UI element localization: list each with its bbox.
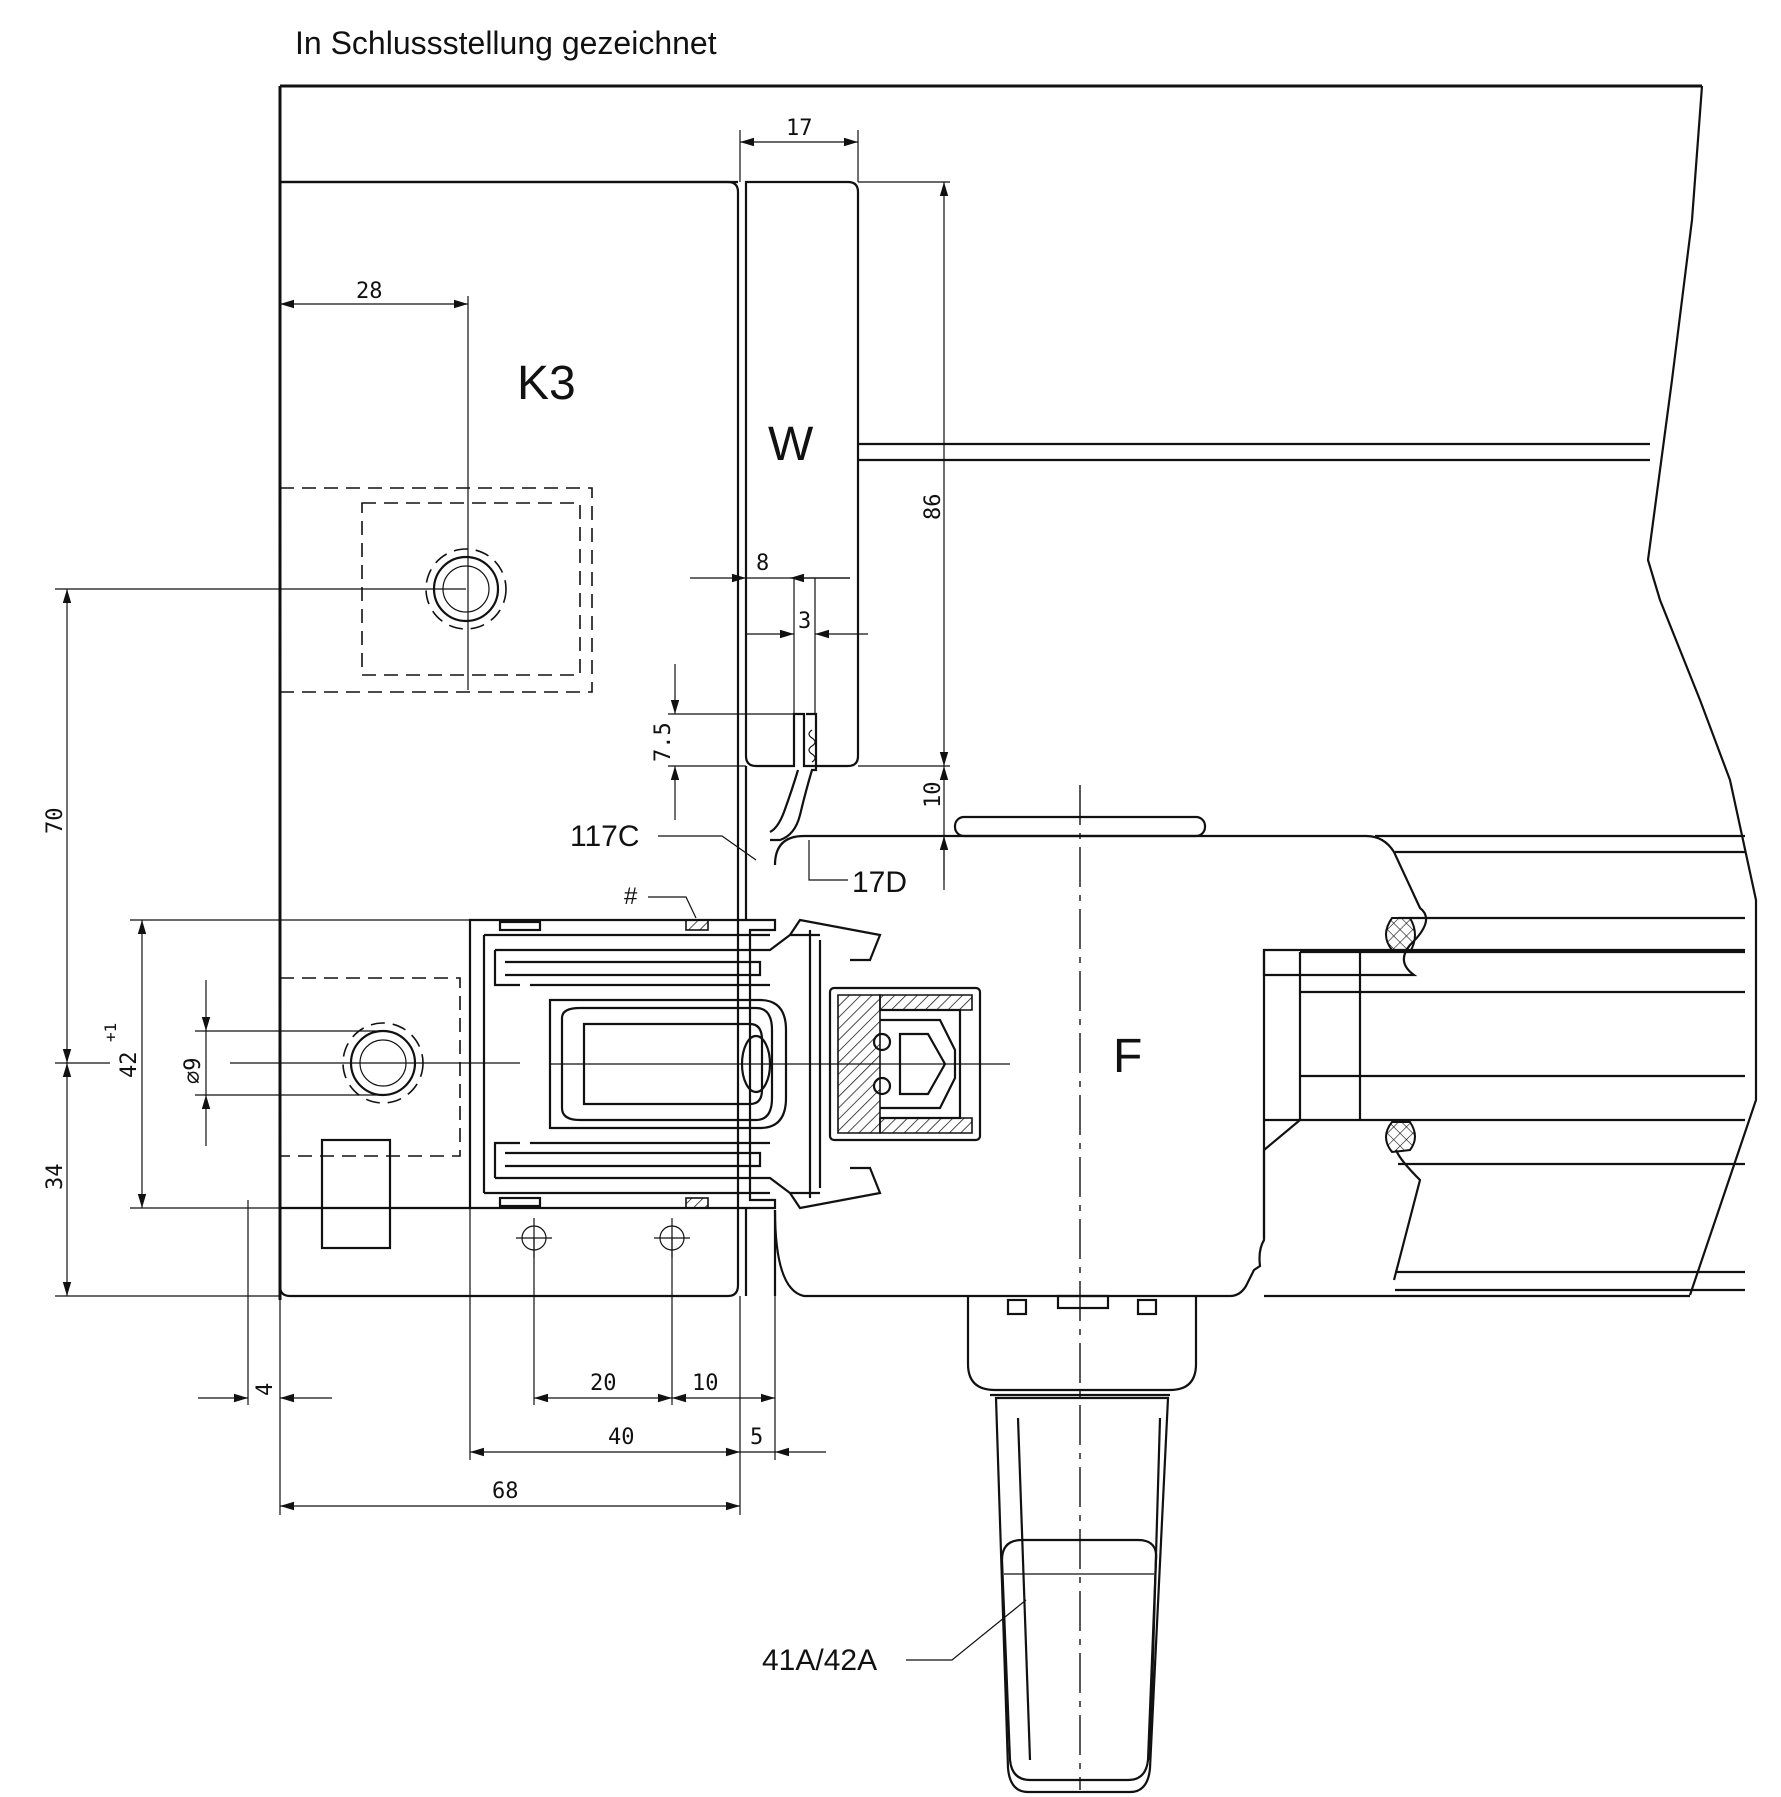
dim-42-tolerance: +1 — [101, 1023, 120, 1042]
dim-7-5: 7.5 — [651, 722, 676, 762]
label-w: W — [768, 418, 814, 471]
dim-68: 68 — [492, 1479, 519, 1504]
dim-10-horizontal: 10 — [692, 1371, 719, 1396]
frame-outline — [278, 84, 1758, 1300]
dimension-lines — [55, 130, 950, 1515]
dim-5: 5 — [750, 1425, 763, 1450]
f-sash — [773, 785, 1745, 1790]
screw-marks-lower — [516, 1218, 690, 1258]
dim-34: 34 — [43, 1164, 68, 1191]
dim-20: 20 — [590, 1371, 617, 1396]
dim-10-vertical: 10 — [921, 782, 946, 809]
dim-17: 17 — [786, 116, 813, 141]
dim-28: 28 — [356, 279, 383, 304]
label-f: F — [1113, 1030, 1142, 1083]
dim-42: 42 — [117, 1052, 142, 1079]
w-profile — [744, 180, 1650, 842]
dim-8: 8 — [756, 551, 769, 576]
callout-41a-42a: 41A/42A — [762, 1644, 877, 1677]
handle-41a-42a — [966, 1294, 1198, 1794]
dim-4: 4 — [253, 1383, 278, 1396]
label-k3: K3 — [517, 357, 576, 410]
callout-hash: # — [624, 883, 638, 910]
callout-117c: 117C — [570, 820, 640, 853]
dim-40: 40 — [608, 1425, 635, 1450]
locking-mechanism — [468, 918, 1010, 1210]
dim-3: 3 — [798, 609, 811, 634]
dim-86: 86 — [921, 494, 946, 521]
callout-leaders — [648, 835, 1027, 1661]
drawing-title: In Schlussstellung gezeichnet — [295, 25, 717, 61]
callout-17d: 17D — [852, 866, 907, 899]
dim-70: 70 — [43, 808, 68, 835]
dim-diameter-9: ⌀9 — [181, 1058, 206, 1085]
